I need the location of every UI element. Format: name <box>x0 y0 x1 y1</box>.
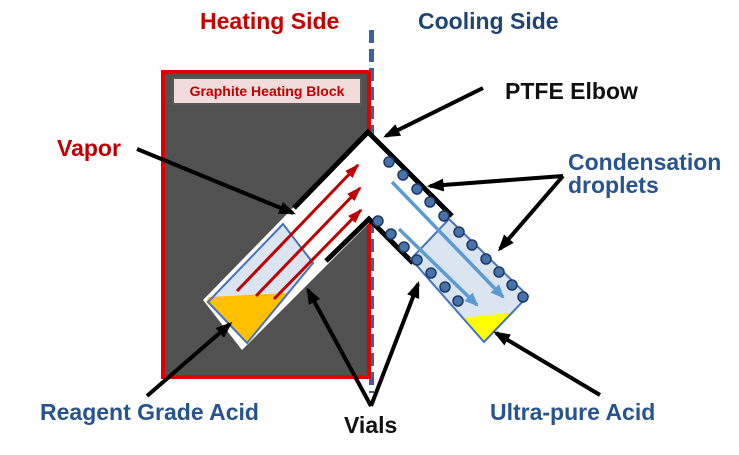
elbow-inner-wall <box>324 215 415 265</box>
droplet-icon <box>466 239 478 251</box>
condensate-stream <box>397 227 479 307</box>
vials-pointer-arrow-right <box>369 281 420 407</box>
condensate-streams <box>390 180 505 307</box>
vapor-label: Vapor <box>57 135 121 161</box>
collection-vial-body <box>411 219 528 342</box>
droplet-icon <box>383 156 395 168</box>
droplet-icon <box>425 267 437 279</box>
condensation-droplets-group <box>372 156 529 307</box>
graphite-block-label: Graphite Heating Block <box>190 83 345 99</box>
condensation-label-line1: Condensation <box>568 149 721 175</box>
condensation-pointer-arrow <box>497 174 565 252</box>
reagent-acid-label: Reagent Grade Acid <box>40 399 259 425</box>
vapor-arrow <box>254 186 362 298</box>
vapor-arrow <box>272 208 363 301</box>
graphite-block-label-box <box>172 77 362 105</box>
reagent-vial-outline <box>206 222 315 345</box>
ptfe-elbow-label: PTFE Elbow <box>505 78 638 104</box>
condensate-stream <box>390 180 505 299</box>
droplet-icon <box>397 169 409 181</box>
droplet-icon <box>424 196 436 208</box>
reagent-vial <box>206 222 315 345</box>
ultrapure-acid-liquid <box>463 312 515 341</box>
droplet-icon <box>452 295 464 307</box>
droplet-icon <box>411 254 423 266</box>
annotation-arrows <box>136 86 602 407</box>
droplet-icon <box>493 266 505 278</box>
droplet-icon <box>517 291 529 303</box>
reagent-acid-pointer-arrow <box>145 321 233 398</box>
vapor-flow-arrows <box>235 163 363 301</box>
vapor-arrow <box>235 163 360 293</box>
elbow-outer-wall <box>292 128 454 218</box>
vials-label: Vials <box>344 412 397 438</box>
ultrapure-acid-pointer-arrow <box>493 331 602 397</box>
droplet-icon <box>453 226 465 238</box>
droplet-icon <box>439 281 451 293</box>
ptfe-elbow-pointer-arrow <box>383 86 484 138</box>
heating-side-title: Heating Side <box>200 8 339 34</box>
vials-pointer-arrow-left <box>306 287 373 407</box>
cooling-side-title: Cooling Side <box>418 8 559 34</box>
droplet-icon <box>411 183 423 195</box>
droplet-icon <box>506 279 518 291</box>
condensation-label-line2: droplets <box>568 172 659 198</box>
reagent-acid-liquid <box>206 293 288 342</box>
droplet-icon <box>385 228 397 240</box>
droplet-icon <box>372 215 384 227</box>
droplet-icon <box>398 241 410 253</box>
vapor-pointer-arrow <box>136 147 296 215</box>
droplet-icon <box>438 210 450 222</box>
droplet-icon <box>480 253 492 265</box>
ultrapure-acid-label: Ultra-pure Acid <box>490 399 655 425</box>
condensation-pointer-arrow <box>426 174 564 192</box>
